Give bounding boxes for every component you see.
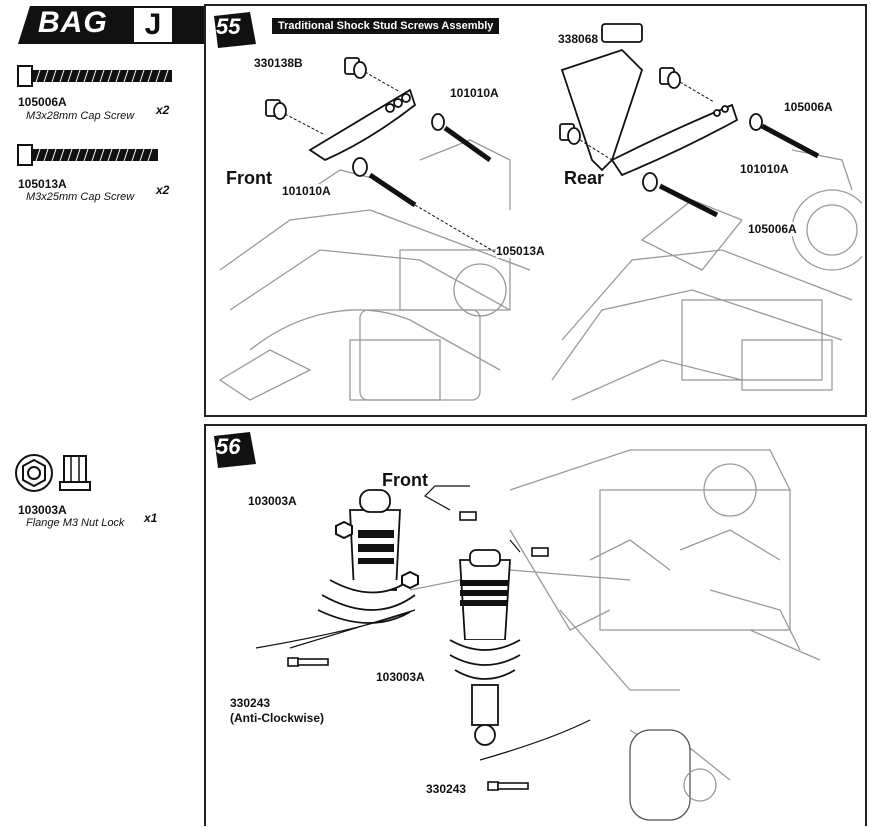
step-number: 55 <box>216 14 241 39</box>
callout-103003A-middle: 103003A <box>376 670 425 684</box>
step-title: Traditional Shock Stud Screws Assembly <box>272 18 500 34</box>
callout-101010A-top: 101010A <box>450 86 499 100</box>
panel-divider <box>541 46 547 415</box>
part-quantity: x1 <box>144 511 158 525</box>
callout-105013A: 105013A <box>496 244 545 258</box>
callout-101010A-bottom: 101010A <box>282 184 331 198</box>
part-description: M3x28mm Cap Screw <box>26 110 135 122</box>
part-description: M3x25mm Cap Screw <box>26 191 135 203</box>
callout-anti-clockwise: (Anti-Clockwise) <box>230 711 325 725</box>
step-badge-shape <box>214 12 256 48</box>
step-badge-shape <box>214 432 256 468</box>
front-label: Front <box>382 470 428 490</box>
callout-101010A-rear: 101010A <box>740 162 789 176</box>
callout-330243-bottom: 330243 <box>426 782 467 796</box>
callout-103003A-top: 103003A <box>248 494 297 508</box>
step-number: 56 <box>216 434 241 459</box>
bag-title: BAG <box>38 6 108 39</box>
callout-330243-left: 330243 <box>230 696 271 710</box>
part-quantity: x2 <box>156 183 170 197</box>
front-label: Front <box>226 168 272 188</box>
part-quantity: x2 <box>156 103 170 117</box>
step-56-panel: 56 Front 103003A 103003A 330243 (Anti-Cl… <box>204 424 867 826</box>
shock-install-illustration <box>255 449 821 821</box>
callout-105006A-bottom: 105006A <box>748 222 797 236</box>
callout-338068: 338068 <box>558 32 599 46</box>
part-code: 105013A <box>18 177 67 191</box>
front-chassis-illustration <box>218 57 531 401</box>
part-code: 103003A <box>18 503 67 517</box>
part-description: Flange M3 Nut Lock <box>26 517 125 529</box>
cap-screw-28mm-icon <box>17 65 172 87</box>
rear-chassis-illustration <box>551 23 862 401</box>
cap-screw-25mm-icon <box>17 144 158 166</box>
callout-330138B: 330138B <box>254 56 303 70</box>
part-code: 105006A <box>18 95 67 109</box>
rear-label: Rear <box>564 168 605 188</box>
step-55-panel: 55 Traditional Shock Stud Screws Assembl… <box>204 4 867 417</box>
flange-nut-icon <box>15 454 91 492</box>
callout-105006A-top: 105006A <box>784 100 833 114</box>
bag-letter-badge: J <box>132 6 174 44</box>
